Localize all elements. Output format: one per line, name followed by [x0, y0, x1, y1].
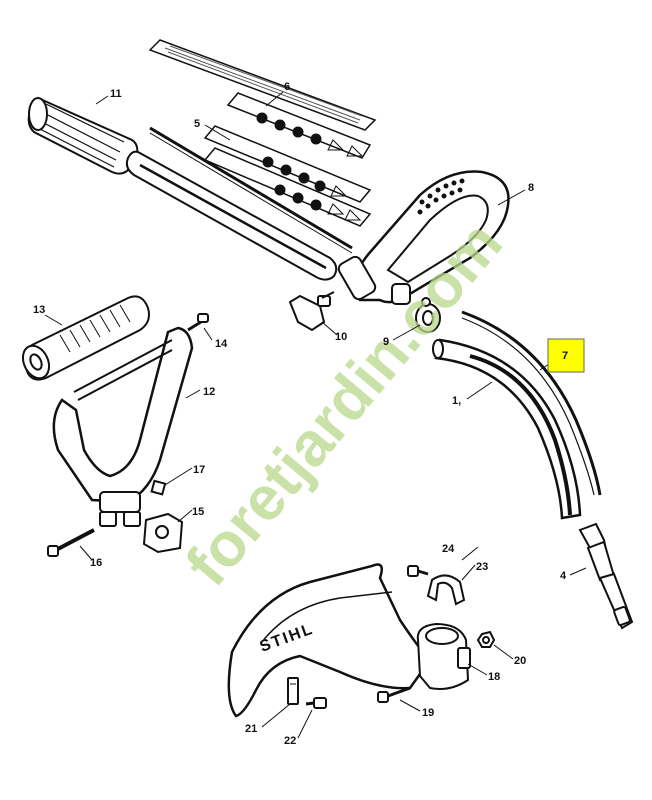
part-18-shaft-clamp: [416, 622, 471, 690]
label-16: 16: [90, 557, 102, 569]
deflector-guard: STIHL: [227, 563, 432, 718]
drive-shaft: [149, 126, 353, 254]
part-19-screw: [377, 686, 411, 703]
part-7-highlight: [547, 338, 585, 373]
label-22: 22: [284, 735, 296, 747]
part-labels: 6 5 11 8 10 9 7 1, 4 13 14 12 17 15 16 2…: [33, 81, 568, 747]
part-5-decal: [203, 125, 372, 227]
label-14: 14: [215, 338, 228, 350]
part-21-blade: [287, 677, 299, 705]
label-12: 12: [203, 386, 215, 398]
label-8: 8: [528, 182, 534, 194]
part-12-handle-frame: [52, 326, 194, 527]
label-24: 24: [442, 543, 455, 555]
part-13-handle-grip: [21, 295, 150, 381]
part-24-screw: [407, 565, 429, 577]
part-4-coupling: [578, 522, 634, 630]
label-20: 20: [514, 655, 526, 667]
label-9: 9: [383, 336, 389, 348]
main-tube-upper: [125, 150, 338, 281]
label-6: 6: [284, 81, 290, 93]
label-18: 18: [488, 671, 500, 683]
label-17: 17: [193, 464, 205, 476]
label-19: 19: [422, 707, 434, 719]
part-23-clamp-strap: [426, 574, 466, 606]
label-1: 1,: [452, 395, 461, 407]
label-23: 23: [476, 561, 488, 573]
part-16-long-screw: [47, 528, 95, 557]
part-11-grip-sleeve: [27, 96, 139, 175]
label-7: 7: [562, 350, 568, 362]
label-13: 13: [33, 304, 45, 316]
part-6-decal: [148, 39, 377, 159]
part-9-clamp: [415, 297, 441, 333]
part-22-screw: [305, 697, 327, 709]
label-4: 4: [560, 570, 567, 582]
label-10: 10: [335, 331, 347, 343]
part-14-screw: [187, 313, 209, 332]
label-5: 5: [194, 118, 200, 130]
label-15: 15: [192, 506, 204, 518]
part-8-loop-handle: [337, 170, 510, 305]
leader-lines: [44, 91, 587, 739]
label-11: 11: [110, 88, 122, 100]
part-1-lower-tube: [432, 338, 582, 520]
part-17-square-nut: [150, 479, 167, 496]
part-7-flex-shaft: [461, 310, 602, 496]
label-21: 21: [245, 723, 257, 735]
part-20-nut: [476, 630, 496, 648]
grip-dots: [417, 178, 465, 215]
warning-symbols-row: [256, 112, 364, 157]
part-10-wing-screw: [288, 291, 335, 332]
warning-symbols-row-2: [262, 156, 362, 221]
part-15-clamp-block: [142, 512, 184, 554]
